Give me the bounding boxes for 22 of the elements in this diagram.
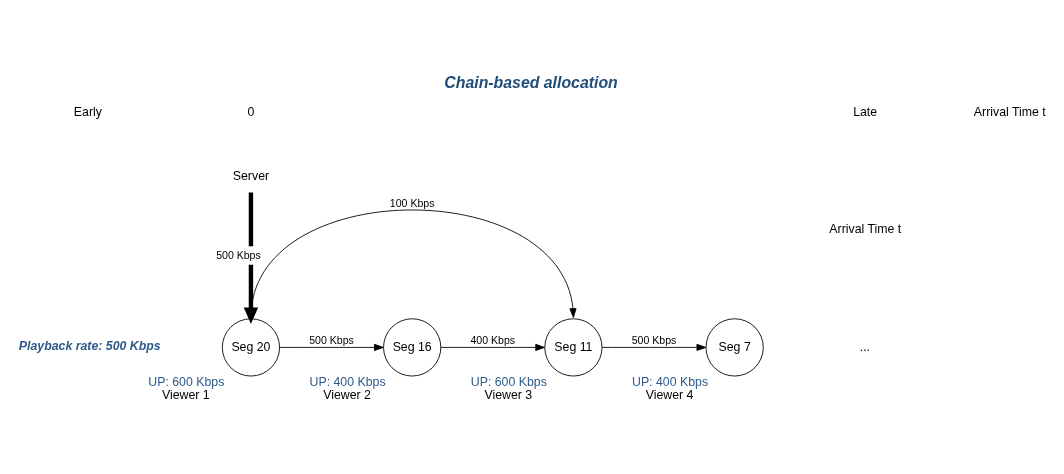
diagram-title: Chain-based allocation	[444, 73, 618, 91]
node-label: Viewer 4	[645, 387, 694, 402]
node-label: UP: 600 Kbps	[148, 374, 225, 389]
node-text: Server	[232, 168, 270, 183]
edge-label: 500 Kbps	[309, 333, 354, 346]
node-label: UP: 600 Kbps	[470, 374, 547, 389]
edge-label: 100 Kbps	[389, 196, 435, 209]
label: Playback rate: 500 Kbps	[18, 338, 161, 353]
label: Arrival Time t	[973, 104, 1046, 119]
label: Early	[73, 104, 102, 119]
label: ...	[859, 339, 871, 354]
edge-label: 500 Kbps	[216, 248, 261, 261]
label: Late	[853, 104, 878, 119]
node-label: Viewer 3	[484, 387, 533, 402]
node-label: Viewer 1	[161, 387, 210, 402]
node-label: UP: 400 Kbps	[632, 374, 709, 389]
edge-label: 400 Kbps	[470, 333, 516, 346]
node-label: Viewer 2	[323, 387, 371, 402]
label: 0	[247, 104, 255, 119]
edge-label: 500 Kbps	[631, 333, 677, 346]
label: Arrival Time t	[829, 221, 902, 236]
node-label: UP: 400 Kbps	[309, 374, 386, 389]
